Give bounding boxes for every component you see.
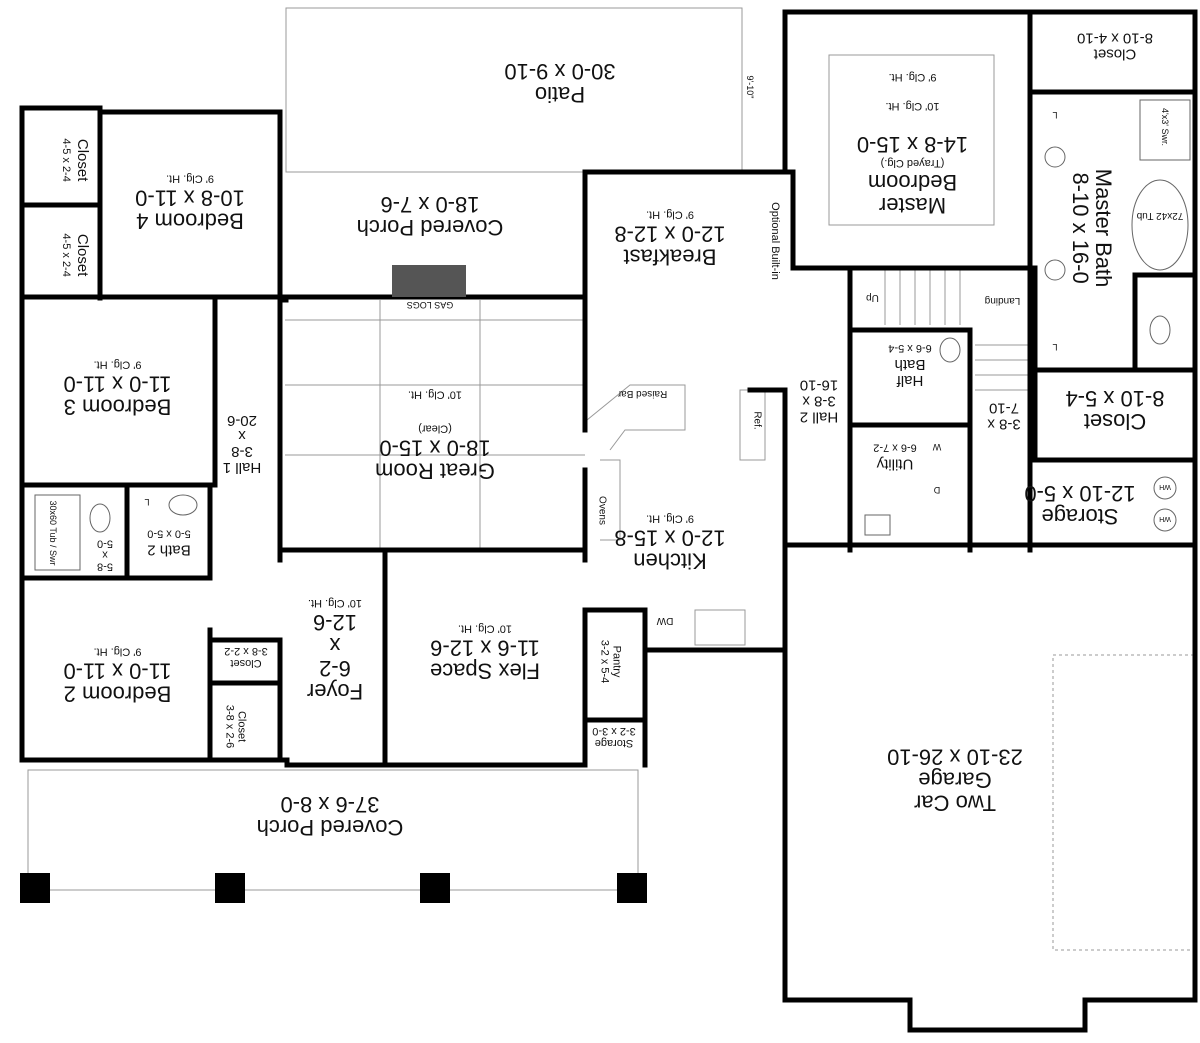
optional-built-in-label: Optional Built-in: [769, 202, 781, 280]
closet-master-top-label: Closet 8-10 x 4-10: [1077, 29, 1153, 63]
kitchen-label: Kitchen 12-0 x 15-8 9' Clg. Ht.: [614, 512, 726, 574]
tub-bath2-label: 30x60 Tub / Swr: [48, 500, 58, 566]
bedroom3-label: Bedroom 3 11-0 x 11-0 9' Clg. Ht.: [63, 358, 172, 420]
storage-main-label: Storage 12-10 x 5-0: [1024, 481, 1136, 530]
patio-dim-side-label: 9'-10": [745, 75, 755, 99]
linen-1-label: L: [1052, 110, 1058, 120]
linen-2-label: L: [1052, 342, 1058, 352]
closet-b2-label: Closet 3-8 x 2-6: [224, 704, 248, 749]
covered-porch-rear-label: Covered Porch 18-0 x 7-6: [356, 192, 504, 241]
pantry-label: Pantry 3-2 x 5-4: [599, 639, 623, 684]
flex-space-label: Flex Space 11-6 x 12-6 10' Clg. Ht.: [429, 622, 541, 684]
foyer-label: Foyer 6-2 x 12-6 10' Clg. Ht.: [306, 596, 364, 704]
hall1-label: Hall 1 3-8 x 20-6: [222, 411, 262, 476]
bath2-label: Bath 2 5-0 x 5-0: [147, 527, 191, 559]
gas-logs-label: GAS LOGS: [406, 300, 454, 310]
covered-porch-front-label: Covered Porch 37-6 x 8-0: [256, 792, 404, 841]
washer-label: W: [932, 442, 942, 452]
hall2-label: Hall 2 3-8 x 16-10: [799, 376, 839, 426]
half-bath-label: Half Bath 6-6 x 5-4: [888, 342, 932, 390]
great-room-label: Great Room 18-0 x 15-0 (Clear) 10' Clg. …: [375, 388, 495, 484]
dryer-label: D: [933, 485, 941, 495]
breakfast-label: Breakfast 12-0 x 12-8 9' Clg. Ht.: [614, 208, 726, 270]
closet-b4-top-label: Closet 4-5 x 2-4: [60, 138, 92, 182]
closet-hall-label: Closet 3-8 x 2-2: [224, 645, 268, 670]
master-bath-label: Master Bath 8-10 x 16-0: [1068, 168, 1117, 288]
water-heater-2-label: WH: [1159, 515, 1171, 522]
master-bedroom-label: Master Bedroom (Trayed Clg.) 14-8 x 15-0…: [856, 70, 969, 218]
landing-label: Landing: [984, 295, 1021, 306]
storage-small-label: Storage 3-2 x 3-0: [592, 725, 636, 750]
bedroom2-label: Bedroom 2 11-0 x 11-0 9' Clg. Ht.: [63, 645, 172, 707]
ovens-label: Ovens: [596, 496, 608, 525]
water-heater-1-label: WH: [1159, 483, 1171, 490]
linen-3-label: L: [144, 497, 150, 507]
dw-label: DW: [656, 615, 674, 626]
utility-label: Utility 6-6 x 7-2: [873, 441, 917, 473]
bath2-side-label: 5-8 x 5-0: [97, 537, 113, 573]
garage-label: Two Car Garage 23-10 x 26-10: [887, 744, 1023, 816]
stairs-up-label: Up: [866, 292, 879, 303]
patio-label: Patio 30-0 x 9-10: [504, 59, 616, 108]
stair-area-label: 3-8 x 7-10: [987, 399, 1021, 433]
closet-b4-bottom-label: Closet 4-5 x 2-4: [60, 233, 92, 277]
patio-outline: [285, 7, 743, 173]
bedroom4-label: Bedroom 4 10-8 x 11-0 9' Clg. Ht.: [135, 172, 245, 234]
closet-master-bottom-label: Closet 8-10 x 5-4: [1065, 386, 1165, 435]
ref-label: Ref.: [751, 411, 763, 430]
raised-bar-label: Raised Bar: [617, 388, 668, 399]
shower-master-label: 4'x3' Swr.: [1160, 108, 1170, 146]
tub-label: 72x42 Tub: [1136, 210, 1184, 221]
